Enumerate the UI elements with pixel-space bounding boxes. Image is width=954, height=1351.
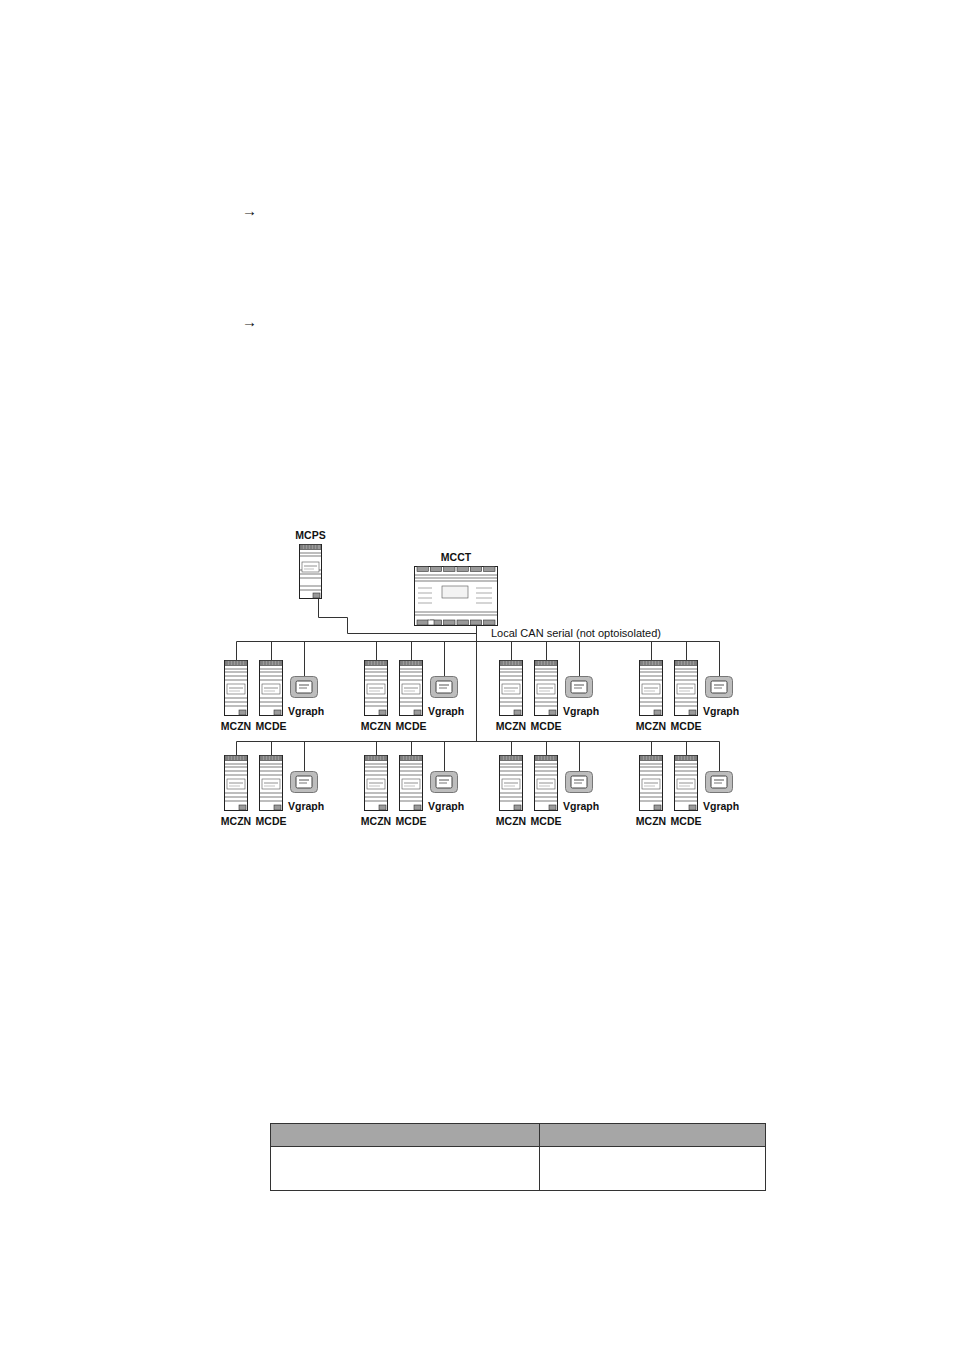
device-drawing <box>224 755 248 811</box>
terminal-icon: Vgraph <box>705 676 733 698</box>
device-label: MCDE <box>671 720 702 732</box>
controller-module: MCZN <box>499 755 523 811</box>
device-label: MCDE <box>396 720 427 732</box>
controller-module: MCZN <box>639 660 663 716</box>
controller-module: MCDE <box>399 660 423 716</box>
device-drawing <box>639 660 663 716</box>
device-label: Vgraph <box>428 705 464 717</box>
terminal-icon: Vgraph <box>565 676 593 698</box>
device-drawing <box>224 660 248 716</box>
terminal-icon: Vgraph <box>430 771 458 793</box>
device-label: MCZN <box>361 720 391 732</box>
device-drawing <box>705 676 733 698</box>
can-bus-wire <box>305 626 477 771</box>
device-label: MCPS <box>295 529 325 541</box>
can-bus-wire <box>377 626 477 755</box>
controller-module: MCDE <box>674 755 698 811</box>
terminal-icon: Vgraph <box>290 771 318 793</box>
can-bus-wire <box>377 626 477 660</box>
device-drawing <box>364 660 388 716</box>
device-drawing <box>674 755 698 811</box>
controller-module: MCDE <box>534 755 558 811</box>
controller-module: MCZN <box>364 755 388 811</box>
device-label: MCZN <box>496 720 526 732</box>
controller-module: MCPS <box>299 544 322 599</box>
device-drawing <box>259 755 283 811</box>
controller-module: MCDE <box>259 755 283 811</box>
device-drawing <box>499 755 523 811</box>
terminal-icon: Vgraph <box>565 771 593 793</box>
bus-label: Local CAN serial (not optoisolated) <box>489 627 663 640</box>
device-drawing <box>565 676 593 698</box>
device-label: Vgraph <box>563 705 599 717</box>
can-bus-wire <box>477 626 580 771</box>
can-bus-wire <box>237 626 477 755</box>
device-label: Vgraph <box>703 800 739 812</box>
device-label: MCCT <box>441 551 471 563</box>
device-label: Vgraph <box>288 800 324 812</box>
terminal-icon: Vgraph <box>705 771 733 793</box>
device-label: Vgraph <box>563 800 599 812</box>
device-drawing <box>565 771 593 793</box>
controller-module: MCDE <box>674 660 698 716</box>
controller-module: MCZN <box>224 660 248 716</box>
device-drawing <box>290 676 318 698</box>
device-drawing <box>299 544 322 599</box>
controller-module: MCDE <box>259 660 283 716</box>
terminal-icon: Vgraph <box>430 676 458 698</box>
device-drawing <box>430 771 458 793</box>
device-label: MCZN <box>636 815 666 827</box>
device-drawing <box>534 755 558 811</box>
can-bus-wire <box>445 626 477 771</box>
terminal-icon: Vgraph <box>290 676 318 698</box>
can-bus-wire <box>272 626 477 660</box>
can-bus-wire <box>477 626 652 755</box>
controller-module: MCDE <box>534 660 558 716</box>
device-drawing <box>674 660 698 716</box>
can-bus-wire <box>305 626 477 676</box>
controller-module: MCDE <box>399 755 423 811</box>
device-label: MCDE <box>671 815 702 827</box>
device-label: MCZN <box>361 815 391 827</box>
device-drawing <box>399 660 423 716</box>
can-bus-wire <box>477 626 687 660</box>
device-label: MCZN <box>496 815 526 827</box>
controller-module: MCZN <box>224 755 248 811</box>
controller-module: MCCT <box>414 566 498 626</box>
device-label: MCZN <box>636 720 666 732</box>
device-drawing <box>399 755 423 811</box>
device-label: MCDE <box>256 720 287 732</box>
arrow-bullet: → <box>242 202 257 219</box>
device-drawing <box>414 566 498 626</box>
can-bus-wire <box>445 626 477 676</box>
device-label: MCZN <box>221 720 251 732</box>
device-label: MCDE <box>396 815 427 827</box>
device-drawing <box>534 660 558 716</box>
device-label: MCZN <box>221 815 251 827</box>
device-label: Vgraph <box>703 705 739 717</box>
device-drawing <box>639 755 663 811</box>
device-drawing <box>499 660 523 716</box>
empty-table <box>270 1123 766 1191</box>
can-bus-wire <box>477 626 720 771</box>
device-drawing <box>364 755 388 811</box>
device-drawing <box>259 660 283 716</box>
device-drawing <box>430 676 458 698</box>
device-label: MCDE <box>256 815 287 827</box>
controller-module: MCZN <box>639 755 663 811</box>
controller-module: MCZN <box>364 660 388 716</box>
device-label: Vgraph <box>288 705 324 717</box>
can-bus-wire <box>237 626 477 660</box>
device-label: MCDE <box>531 720 562 732</box>
device-drawing <box>705 771 733 793</box>
can-bus-wire <box>477 626 687 755</box>
device-label: MCDE <box>531 815 562 827</box>
device-label: Vgraph <box>428 800 464 812</box>
controller-module: MCZN <box>499 660 523 716</box>
device-drawing <box>290 771 318 793</box>
can-bus-wire <box>272 626 477 755</box>
arrow-bullet: → <box>242 313 257 330</box>
